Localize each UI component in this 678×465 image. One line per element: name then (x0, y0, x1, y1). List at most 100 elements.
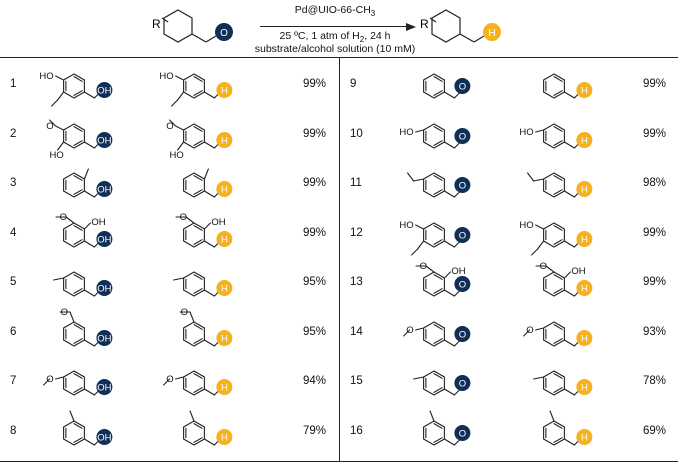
product-structure: H (173, 271, 233, 297)
substrate-group-label: O (459, 428, 466, 439)
hydroxy-label: HO (49, 150, 63, 161)
substrate-structure: O (413, 370, 471, 396)
substrate-group-circle (96, 428, 113, 445)
substrate-group-circle (96, 131, 113, 148)
entry-number: 8 (10, 424, 17, 437)
product-group-label: H (221, 185, 228, 196)
substrate-structure: OH (63, 409, 113, 446)
hydroxy-label: OH (451, 266, 465, 277)
yield-value: 99% (302, 177, 326, 189)
yield-value: 79% (302, 424, 326, 437)
substrate-group-circle (454, 226, 471, 243)
substrate-group-circle (96, 181, 113, 197)
product-group-circle (216, 131, 233, 148)
substrate-group-circle (454, 424, 471, 441)
yield-value: 95% (302, 325, 326, 338)
product-group-label: H (581, 284, 588, 295)
header-arrow-head (406, 23, 416, 31)
substrate-group-circle (454, 325, 471, 342)
hydroxy-label: HO (159, 71, 173, 82)
solution-label: substrate/alcohol solution (10 mM) (240, 43, 430, 55)
substrate-group-circle (454, 177, 471, 193)
entry-number: 9 (350, 78, 357, 90)
entry-number: 6 (10, 325, 17, 338)
product-group-circle (216, 329, 233, 346)
header-product-circle (483, 23, 501, 41)
product-structure: H HO (519, 220, 593, 256)
entry-number: 7 (10, 375, 17, 387)
hydroxy-label: HO (399, 127, 413, 138)
substrate-group-circle (454, 127, 471, 144)
substrate-group-circle (96, 379, 113, 395)
yield-value: 99% (642, 78, 666, 90)
product-group-label: H (221, 383, 228, 394)
product-group-circle (576, 379, 593, 395)
hydroxy-label: OH (571, 266, 585, 277)
methoxy-label: O (61, 307, 68, 318)
product-structure: HO (163, 370, 233, 396)
yield-value: 78% (642, 375, 666, 387)
header-arrow-line (260, 26, 410, 27)
product-group-circle (576, 82, 593, 98)
product-group-label: H (581, 383, 588, 394)
substrate-structure: O (423, 409, 471, 446)
yield-value: 99% (642, 127, 666, 140)
product-group-label: H (221, 333, 228, 344)
substrate-structure: OHO (43, 370, 113, 396)
entry-number: 12 (350, 226, 363, 239)
substrate-structure: OO (403, 320, 471, 347)
product-structure: H (183, 168, 233, 198)
substrate-group-circle (96, 230, 113, 247)
methoxy-label: O (181, 307, 188, 318)
entry-number: 5 (10, 276, 17, 288)
substrate-group-circle (96, 329, 113, 346)
hydroxy-label: HO (399, 220, 413, 231)
yield-value: 99% (302, 226, 326, 239)
entry-number: 16 (350, 424, 363, 437)
substrate-structure: OHO (399, 220, 471, 256)
product-group-label: H (581, 432, 588, 443)
product-structure: H (527, 172, 593, 198)
substrate-group-label: OH (97, 86, 111, 97)
r-label: R (152, 17, 161, 31)
hydroxy-label: HO (39, 71, 53, 82)
conditions-label: 25 ºC, 1 atm of H2, 24 h (250, 30, 420, 44)
conditions-text: 25 ºC, 1 atm of H (279, 30, 360, 42)
entry-number: 13 (350, 276, 363, 288)
product-group-label: H (581, 86, 588, 97)
product-group-label: H (581, 135, 588, 146)
substrate-group-label: O (459, 181, 466, 192)
product-group-circle (216, 379, 233, 395)
yield-value: 95% (302, 276, 326, 288)
substrate-group-label: OH (97, 185, 111, 196)
substrate-group-label: O (459, 131, 466, 142)
hydroxy-label: HO (519, 220, 533, 231)
yield-value: 99% (642, 226, 666, 239)
catalyst-text: Pd@UIO-66-CH (294, 4, 371, 16)
methoxy-label: O (180, 212, 187, 223)
methoxy-label: O (46, 121, 53, 132)
product-group-circle (576, 131, 593, 148)
product-group-circle (576, 230, 593, 247)
hydroxy-label: HO (169, 150, 183, 161)
substrate-group-label: O (459, 280, 466, 291)
conditions-subscript: 2 (359, 35, 365, 45)
product-structure: H (543, 409, 593, 446)
product-group-label: H (581, 234, 588, 245)
product-group-circle (216, 230, 233, 247)
product-group-circle (576, 181, 593, 197)
substrate-group-label: OH (97, 284, 111, 295)
substrate-group-label: OH (97, 234, 111, 245)
product-group-circle (576, 280, 593, 296)
substrate-group-circle (96, 82, 113, 98)
substrate-group-label: OH (97, 333, 111, 344)
header-substrate-structure: R O (152, 9, 233, 43)
entry-number: 15 (350, 375, 363, 387)
product-group-label: H (221, 234, 228, 245)
methoxy-label: O (46, 374, 53, 385)
substrate-structure: OH (53, 271, 113, 297)
